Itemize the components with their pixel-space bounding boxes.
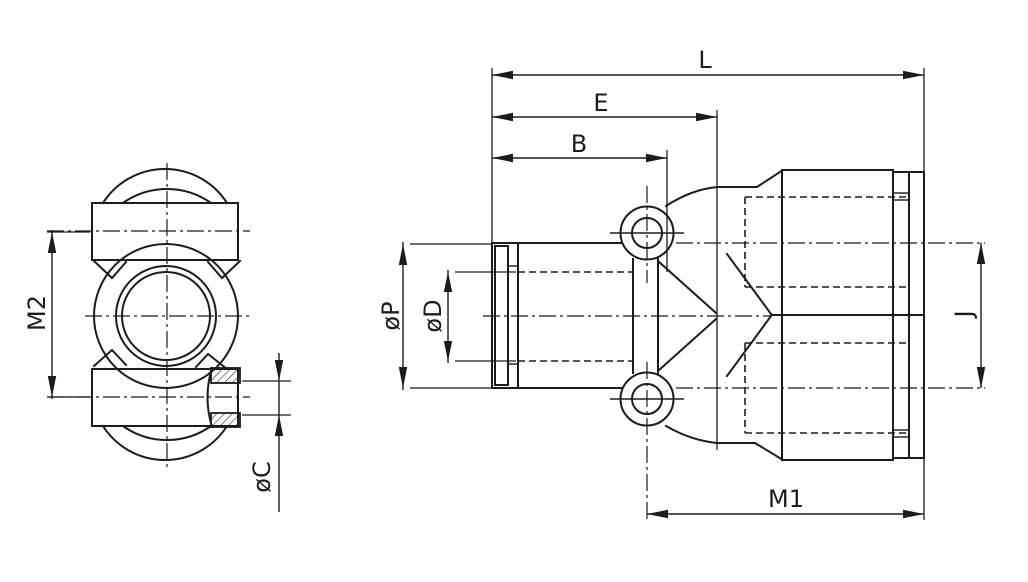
end-view: M2 øC (23, 163, 291, 512)
dim-M2-label: M2 (23, 295, 51, 331)
release-collar (494, 245, 509, 386)
arrowhead (492, 153, 513, 163)
dim-B: B (492, 130, 668, 272)
arrowhead (647, 509, 668, 519)
dim-J: J (950, 243, 986, 388)
arrowhead (646, 153, 667, 163)
arrowhead (398, 367, 408, 388)
dim-L-label: L (698, 46, 712, 74)
arrowhead (976, 367, 986, 388)
arrowhead (976, 243, 986, 264)
side-view: L E B M1 (377, 46, 986, 520)
arrowhead (47, 232, 57, 253)
arrowhead (903, 70, 924, 80)
arrowhead (696, 112, 717, 122)
stem-body (491, 242, 622, 389)
side-view-hidden-lines (518, 196, 909, 434)
dim-E-label: E (593, 89, 608, 117)
arrowhead (398, 244, 408, 265)
dim-P-label: øP (377, 301, 405, 330)
arrowhead (492, 112, 513, 122)
dim-L: L (491, 46, 925, 520)
arrowhead (274, 360, 284, 381)
end-view-body (91, 168, 242, 461)
dim-P: øP (377, 242, 492, 390)
arrowhead (903, 509, 924, 519)
tube-stub-section (206, 366, 241, 429)
arrowhead (443, 272, 453, 292)
dim-M2: M2 (23, 230, 90, 399)
arrowhead (492, 70, 513, 80)
dim-M1: M1 (647, 485, 924, 519)
dim-J-label: J (950, 310, 978, 319)
dim-D: øD (419, 270, 516, 363)
dim-C-label: øC (248, 461, 276, 492)
main-body (664, 169, 925, 461)
dim-D-label: øD (419, 299, 447, 332)
dim-E: E (492, 89, 718, 450)
branch-ports (619, 205, 718, 427)
side-view-centerlines (483, 186, 985, 520)
arrowhead (274, 415, 284, 436)
dim-C: øC (242, 353, 291, 512)
arrowhead (47, 376, 57, 397)
dim-M1-label: M1 (768, 485, 804, 513)
arrowhead (443, 341, 453, 361)
dim-B-label: B (571, 130, 587, 158)
